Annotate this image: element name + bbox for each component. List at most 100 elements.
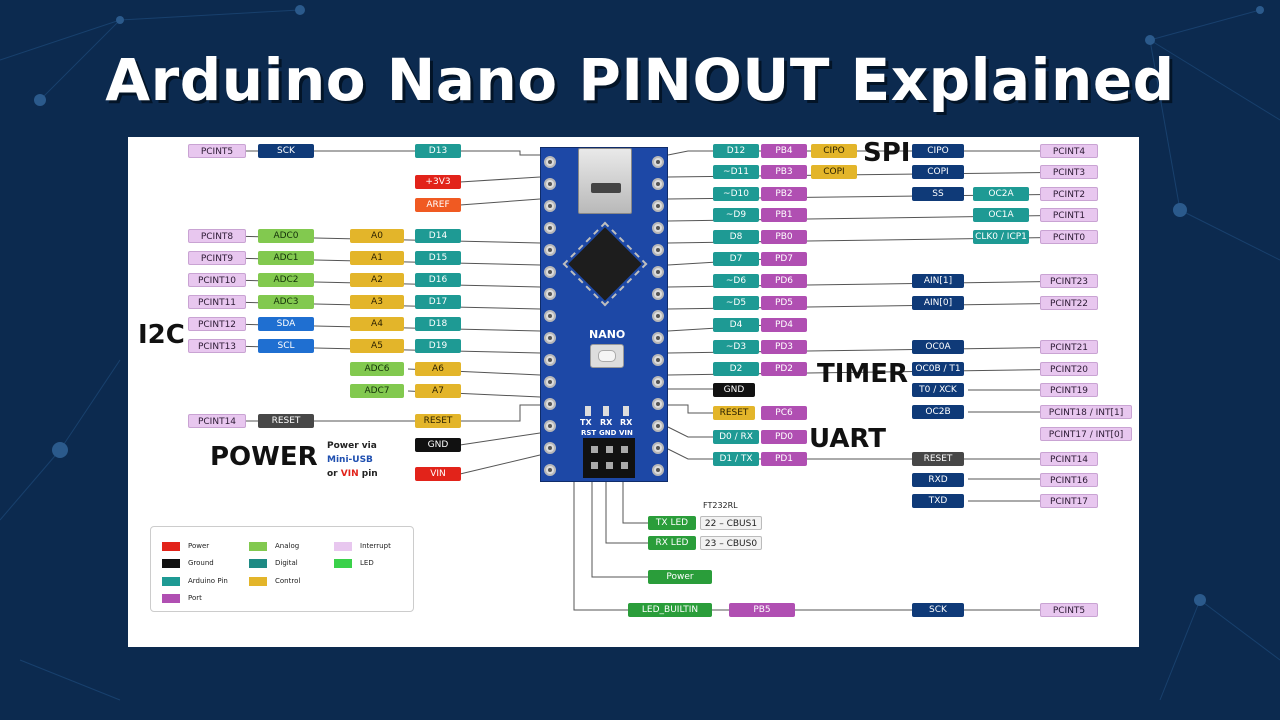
pb1-label: PB1 <box>761 208 807 222</box>
pcint2-label: PCINT2 <box>1040 187 1098 201</box>
oc2b-label: OC2B <box>912 405 964 419</box>
pcint9-label: PCINT9 <box>188 251 246 265</box>
d10-label: ~D10 <box>713 187 759 201</box>
sda-label: SDA <box>258 317 314 331</box>
adc6-label: ADC6 <box>350 362 404 376</box>
pin-right-7 <box>652 288 664 300</box>
legend-item-ground: Ground <box>162 558 214 568</box>
pin-left-6 <box>544 266 556 278</box>
pin-left-1 <box>544 156 556 168</box>
pcint17-int0-label: PCINT17 / INT[0] <box>1040 427 1132 441</box>
pcint19-label: PCINT19 <box>1040 383 1098 397</box>
pcint3-label: PCINT3 <box>1040 165 1098 179</box>
3v3-label: +3V3 <box>415 175 461 189</box>
pd0-label: PD0 <box>761 430 807 444</box>
pin-left-14 <box>544 442 556 454</box>
legend-swatch <box>249 558 267 568</box>
arduino-nano-board: NANO TX RX RX RST GND VIN <box>540 147 668 482</box>
atmega-chip <box>568 227 642 301</box>
d4-label: D4 <box>713 318 759 332</box>
legend-swatch <box>249 576 267 586</box>
a5-label: A5 <box>350 339 404 353</box>
adc3-label: ADC3 <box>258 295 314 309</box>
pcint17-label: PCINT17 <box>1040 494 1098 508</box>
scl-label: SCL <box>258 339 314 353</box>
pc6-label: PC6 <box>761 406 807 420</box>
mini-usb-connector <box>578 148 632 214</box>
clk0-icp1-label: CLK0 / ICP1 <box>973 230 1029 244</box>
d3-label: ~D3 <box>713 340 759 354</box>
pin-left-5 <box>544 244 556 256</box>
d13-pcint-label: PCINT5 <box>188 144 246 158</box>
t0-xck-label: T0 / XCK <box>912 383 964 397</box>
legend-swatch <box>334 558 352 568</box>
pcint0-label: PCINT0 <box>1040 230 1098 244</box>
sck-bottom-label: SCK <box>912 603 964 617</box>
gnd-left-label: GND <box>415 438 461 452</box>
legend-swatch <box>162 576 180 586</box>
gnd-right-label: GND <box>713 383 755 397</box>
page-title: Arduino Nano PINOUT Explained <box>105 46 1175 114</box>
pcint14-right-label: PCINT14 <box>1040 452 1098 466</box>
power-led-label: Power <box>648 570 712 584</box>
a2-label: A2 <box>350 273 404 287</box>
pb5-label: PB5 <box>729 603 795 617</box>
pin-left-3 <box>544 200 556 212</box>
power-note-usb: Mini-USB <box>327 455 373 465</box>
pinout-panel: PCINT5 SCK D13 +3V3 AREF PCINT8 ADC0 A0 … <box>128 137 1139 647</box>
d11-label: ~D11 <box>713 165 759 179</box>
pin-left-9 <box>544 332 556 344</box>
pcint5-bottom-label: PCINT5 <box>1040 603 1098 617</box>
d9-label: ~D9 <box>713 208 759 222</box>
reset-right-label: RESET <box>713 406 755 420</box>
power-note-line1: Power via <box>327 441 377 451</box>
color-legend: Power Ground Arduino Pin Port Analog Dig… <box>150 526 414 612</box>
oc1a-label: OC1A <box>973 208 1029 222</box>
pin-right-12 <box>652 398 664 410</box>
pin-right-8 <box>652 310 664 322</box>
legend-label: Port <box>188 594 202 602</box>
pcint21-label: PCINT21 <box>1040 340 1098 354</box>
a1-label: A1 <box>350 251 404 265</box>
d7-label: D7 <box>713 252 759 266</box>
adc1-label: ADC1 <box>258 251 314 265</box>
timer-section-label: TIMER <box>817 359 909 389</box>
pcint22-label: PCINT22 <box>1040 296 1098 310</box>
d14-label: D14 <box>415 229 461 243</box>
board-rx2-label: RX <box>620 418 633 427</box>
ft232rl-label: FT232RL <box>703 501 738 510</box>
d0-rx-label: D0 / RX <box>713 430 759 444</box>
d16-label: D16 <box>415 273 461 287</box>
oc0b-t1-label: OC0B / T1 <box>912 362 964 376</box>
rx-led-icon <box>603 406 609 416</box>
pin-left-4 <box>544 222 556 234</box>
legend-label: Digital <box>275 559 298 567</box>
d19-label: D19 <box>415 339 461 353</box>
d8-label: D8 <box>713 230 759 244</box>
a6-label: A6 <box>415 362 461 376</box>
a4-label: A4 <box>350 317 404 331</box>
txd-label: TXD <box>912 494 964 508</box>
pd3-label: PD3 <box>761 340 807 354</box>
adc0-label: ADC0 <box>258 229 314 243</box>
adc2-label: ADC2 <box>258 273 314 287</box>
pin-right-4 <box>652 222 664 234</box>
d15-label: D15 <box>415 251 461 265</box>
led-builtin-label: LED_BUILTIN <box>628 603 712 617</box>
reset-uart-label: RESET <box>912 452 964 466</box>
pd5-label: PD5 <box>761 296 807 310</box>
rxd-label: RXD <box>912 473 964 487</box>
board-tx-label: TX <box>580 418 592 427</box>
power-note-line3: or VIN pin <box>327 469 378 479</box>
pb2-label: PB2 <box>761 187 807 201</box>
pcint4-label: PCINT4 <box>1040 144 1098 158</box>
d2-label: D2 <box>713 362 759 376</box>
pb0-label: PB0 <box>761 230 807 244</box>
pin-right-14 <box>652 442 664 454</box>
power-section-label: POWER <box>210 442 318 472</box>
ain0-label: AIN[0] <box>912 296 964 310</box>
a3-label: A3 <box>350 295 404 309</box>
pin-right-5 <box>652 244 664 256</box>
pcint10-label: PCINT10 <box>188 273 246 287</box>
